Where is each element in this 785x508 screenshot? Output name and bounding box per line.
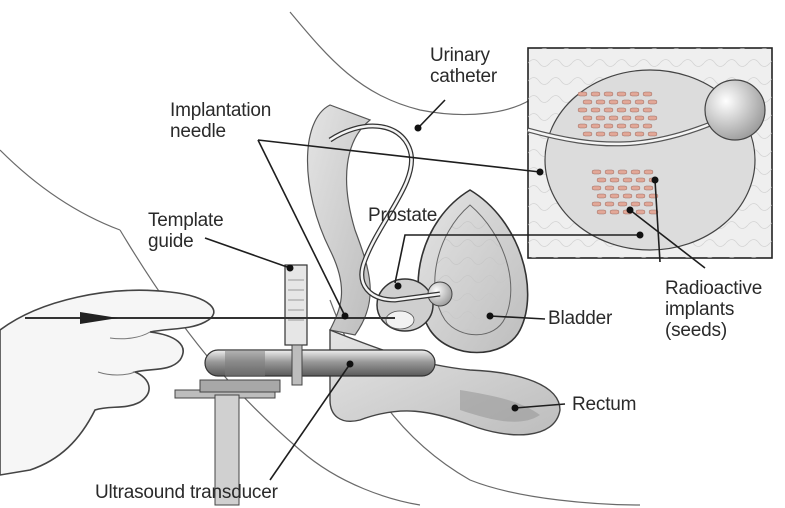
seed bbox=[597, 194, 606, 198]
seed bbox=[643, 92, 652, 96]
seed bbox=[578, 124, 587, 128]
seed bbox=[617, 108, 626, 112]
label-urinary-catheter: Urinary catheter bbox=[430, 45, 497, 87]
seed bbox=[635, 132, 644, 136]
seed bbox=[623, 194, 632, 198]
seed bbox=[591, 124, 600, 128]
seed bbox=[596, 132, 605, 136]
label-ultrasound-transducer: Ultrasound transducer bbox=[95, 482, 278, 503]
label-bladder: Bladder bbox=[548, 308, 612, 329]
seed bbox=[635, 116, 644, 120]
seed bbox=[609, 116, 618, 120]
rectum-organ bbox=[330, 330, 560, 435]
seed bbox=[618, 170, 627, 174]
seed bbox=[643, 124, 652, 128]
seed bbox=[609, 132, 618, 136]
seed bbox=[644, 170, 653, 174]
seed bbox=[644, 186, 653, 190]
seed bbox=[583, 116, 592, 120]
seed bbox=[583, 132, 592, 136]
seed bbox=[610, 178, 619, 182]
seed bbox=[635, 100, 644, 104]
label-prostate: Prostate bbox=[368, 205, 437, 226]
seed bbox=[622, 116, 631, 120]
seed bbox=[631, 186, 640, 190]
seed bbox=[636, 210, 645, 214]
seed bbox=[648, 100, 657, 104]
seed bbox=[604, 124, 613, 128]
label-template-guide: Template guide bbox=[148, 210, 224, 252]
seed bbox=[596, 100, 605, 104]
seed bbox=[597, 178, 606, 182]
seed bbox=[636, 194, 645, 198]
seed bbox=[618, 186, 627, 190]
seed bbox=[578, 92, 587, 96]
seed bbox=[622, 100, 631, 104]
seed bbox=[644, 202, 653, 206]
seed bbox=[622, 132, 631, 136]
seed bbox=[583, 100, 592, 104]
seed bbox=[631, 202, 640, 206]
seed bbox=[592, 170, 601, 174]
seed bbox=[648, 116, 657, 120]
seed bbox=[597, 210, 606, 214]
zoom-inset bbox=[528, 48, 772, 258]
seed bbox=[648, 132, 657, 136]
label-implantation-needle: Implantation needle bbox=[170, 100, 271, 142]
seed bbox=[636, 178, 645, 182]
seed bbox=[605, 186, 614, 190]
seed bbox=[605, 202, 614, 206]
label-rectum: Rectum bbox=[572, 394, 636, 415]
seed bbox=[631, 170, 640, 174]
seed bbox=[591, 92, 600, 96]
seed bbox=[605, 170, 614, 174]
seed bbox=[630, 124, 639, 128]
seed bbox=[604, 108, 613, 112]
seed bbox=[592, 202, 601, 206]
label-radioactive-implants: Radioactive implants (seeds) bbox=[665, 278, 762, 341]
seed bbox=[610, 210, 619, 214]
seed bbox=[643, 108, 652, 112]
pelvic-tissue bbox=[308, 105, 371, 335]
seed bbox=[592, 186, 601, 190]
seed bbox=[630, 108, 639, 112]
seed bbox=[610, 194, 619, 198]
seed bbox=[617, 124, 626, 128]
seed bbox=[630, 92, 639, 96]
seed bbox=[618, 202, 627, 206]
seed bbox=[578, 108, 587, 112]
seed bbox=[596, 116, 605, 120]
seed bbox=[604, 92, 613, 96]
seed bbox=[617, 92, 626, 96]
seed bbox=[591, 108, 600, 112]
seed bbox=[609, 100, 618, 104]
seed bbox=[623, 178, 632, 182]
